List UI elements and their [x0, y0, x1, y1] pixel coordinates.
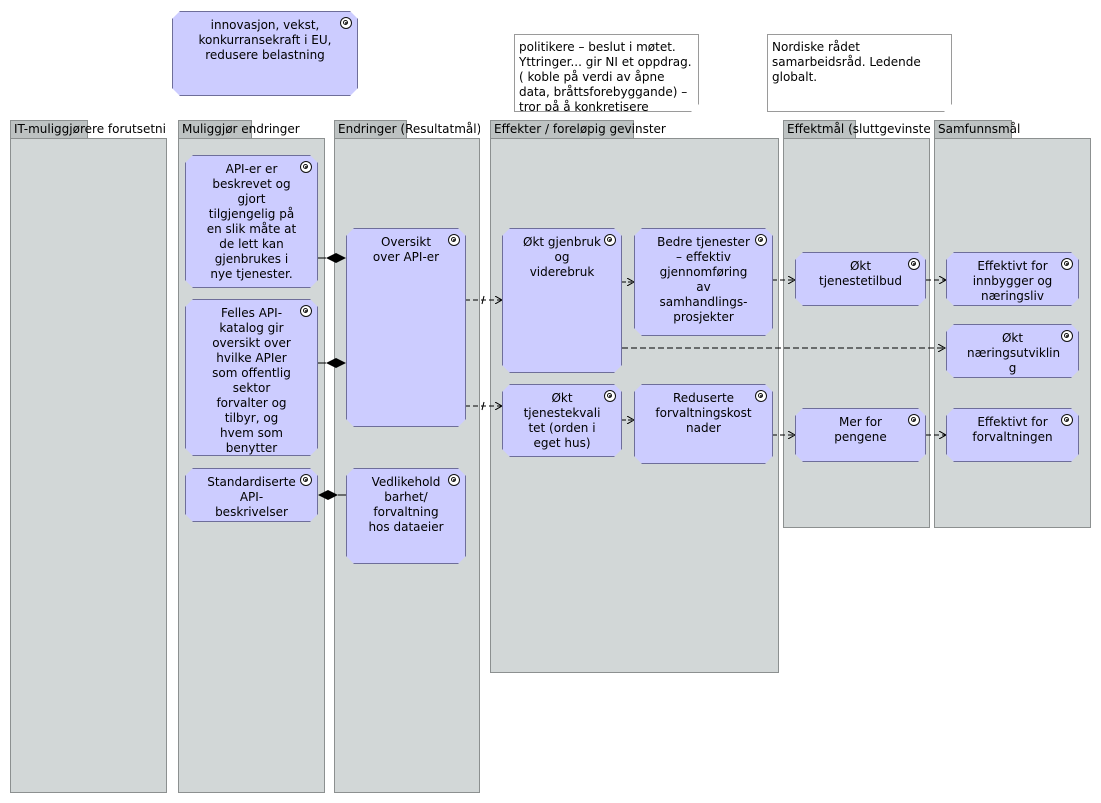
- goal-oversikt-api[interactable]: Oversikt over API-er: [346, 228, 466, 427]
- goal-okt-gjenbruk[interactable]: Økt gjenbruk og viderebruk: [502, 228, 622, 373]
- goal-okt-naeringsutvikling[interactable]: Økt næringsutviklin g: [946, 324, 1079, 378]
- lane-effektmal: [783, 138, 930, 528]
- goal-label: Økt gjenbruk og viderebruk: [523, 235, 601, 279]
- target-icon: [908, 414, 920, 426]
- goal-label: Effektivt for innbygger og næringsliv: [972, 259, 1053, 303]
- goal-innovasjon[interactable]: innovasjon, vekst, konkurransekraft i EU…: [172, 11, 358, 96]
- lane-it-muliggjorere: [10, 138, 167, 793]
- target-icon: [1061, 330, 1073, 342]
- target-icon: [300, 474, 312, 486]
- goal-label: Oversikt over API-er: [372, 235, 440, 264]
- lane-tab: [783, 120, 856, 138]
- goal-label: innovasjon, vekst, konkurransekraft i EU…: [198, 18, 332, 62]
- goal-label: Økt næringsutviklin g: [967, 331, 1061, 375]
- target-icon: [908, 258, 920, 270]
- target-icon: [340, 17, 352, 29]
- target-icon: [300, 305, 312, 317]
- lane-tab: [10, 120, 88, 138]
- goal-label: Effektivt for forvaltningen: [972, 415, 1053, 444]
- goal-standardiserte-api[interactable]: Standardiserte API-beskrivelser: [185, 468, 318, 522]
- target-icon: [300, 161, 312, 173]
- goal-label: Økt tjenestekvali tet (orden i eget hus): [523, 391, 601, 450]
- note-politikere[interactable]: politikere – beslut i møtet. Yttringer..…: [514, 34, 699, 112]
- goal-bedre-tjenester[interactable]: Bedre tjenester – effektiv gjennomføring…: [634, 228, 773, 336]
- goal-label: Vedlikehold barhet/ forvaltning hos data…: [368, 475, 444, 534]
- target-icon: [448, 474, 460, 486]
- lane-title-endringer: Endringer (Resultatmål): [338, 122, 480, 136]
- lane-tab: [490, 120, 634, 138]
- target-icon: [604, 234, 616, 246]
- goal-label: Økt tjenestetilbud: [819, 259, 902, 288]
- lane-tab: [934, 120, 1012, 138]
- goal-label: API-er er beskrevet og gjort tilgjengeli…: [206, 162, 297, 281]
- lane-title-samfunnsmal: Samfunnsmål: [938, 122, 1021, 136]
- lane-title-muliggjor-endringer: Muliggjør endringer: [182, 122, 300, 136]
- goal-label: Mer for pengene: [834, 415, 887, 444]
- lane-tab: [178, 120, 252, 138]
- goal-mer-for-pengene[interactable]: Mer for pengene: [795, 408, 926, 462]
- target-icon: [604, 390, 616, 402]
- goal-label: Reduserte forvaltningskost nader: [655, 391, 752, 435]
- target-icon: [1061, 258, 1073, 270]
- target-icon: [1061, 414, 1073, 426]
- note-nordiske-radet[interactable]: Nordiske rådet samarbeidsråd. Ledende gl…: [767, 34, 952, 112]
- goal-api-beskrevet[interactable]: API-er er beskrevet og gjort tilgjengeli…: [185, 155, 318, 288]
- goal-label: Felles API-katalog gir oversikt over hvi…: [212, 306, 291, 455]
- goal-reduserte-kostnader[interactable]: Reduserte forvaltningskost nader: [634, 384, 773, 464]
- goal-label: Bedre tjenester – effektiv gjennomføring…: [657, 235, 750, 324]
- goal-label: Standardiserte API-beskrivelser: [207, 475, 296, 519]
- lane-tab: [334, 120, 407, 138]
- target-icon: [755, 390, 767, 402]
- goal-okt-tjenestetilbud[interactable]: Økt tjenestetilbud: [795, 252, 926, 306]
- lane-title-it-muliggjorere: IT-muliggjørere forutsetni: [14, 122, 166, 136]
- goal-vedlikehold[interactable]: Vedlikehold barhet/ forvaltning hos data…: [346, 468, 466, 564]
- goal-okt-tjenestekvalitet[interactable]: Økt tjenestekvali tet (orden i eget hus): [502, 384, 622, 457]
- lane-title-effektmal: Effektmål (sluttgevinster: [787, 122, 930, 136]
- goal-effektivt-innbygger[interactable]: Effektivt for innbygger og næringsliv: [946, 252, 1079, 306]
- goal-felles-api-katalog[interactable]: Felles API-katalog gir oversikt over hvi…: [185, 299, 318, 456]
- target-icon: [448, 234, 460, 246]
- target-icon: [755, 234, 767, 246]
- goal-effektivt-forvaltningen[interactable]: Effektivt for forvaltningen: [946, 408, 1079, 462]
- lane-title-effekter: Effekter / foreløpig gevinster: [494, 122, 666, 136]
